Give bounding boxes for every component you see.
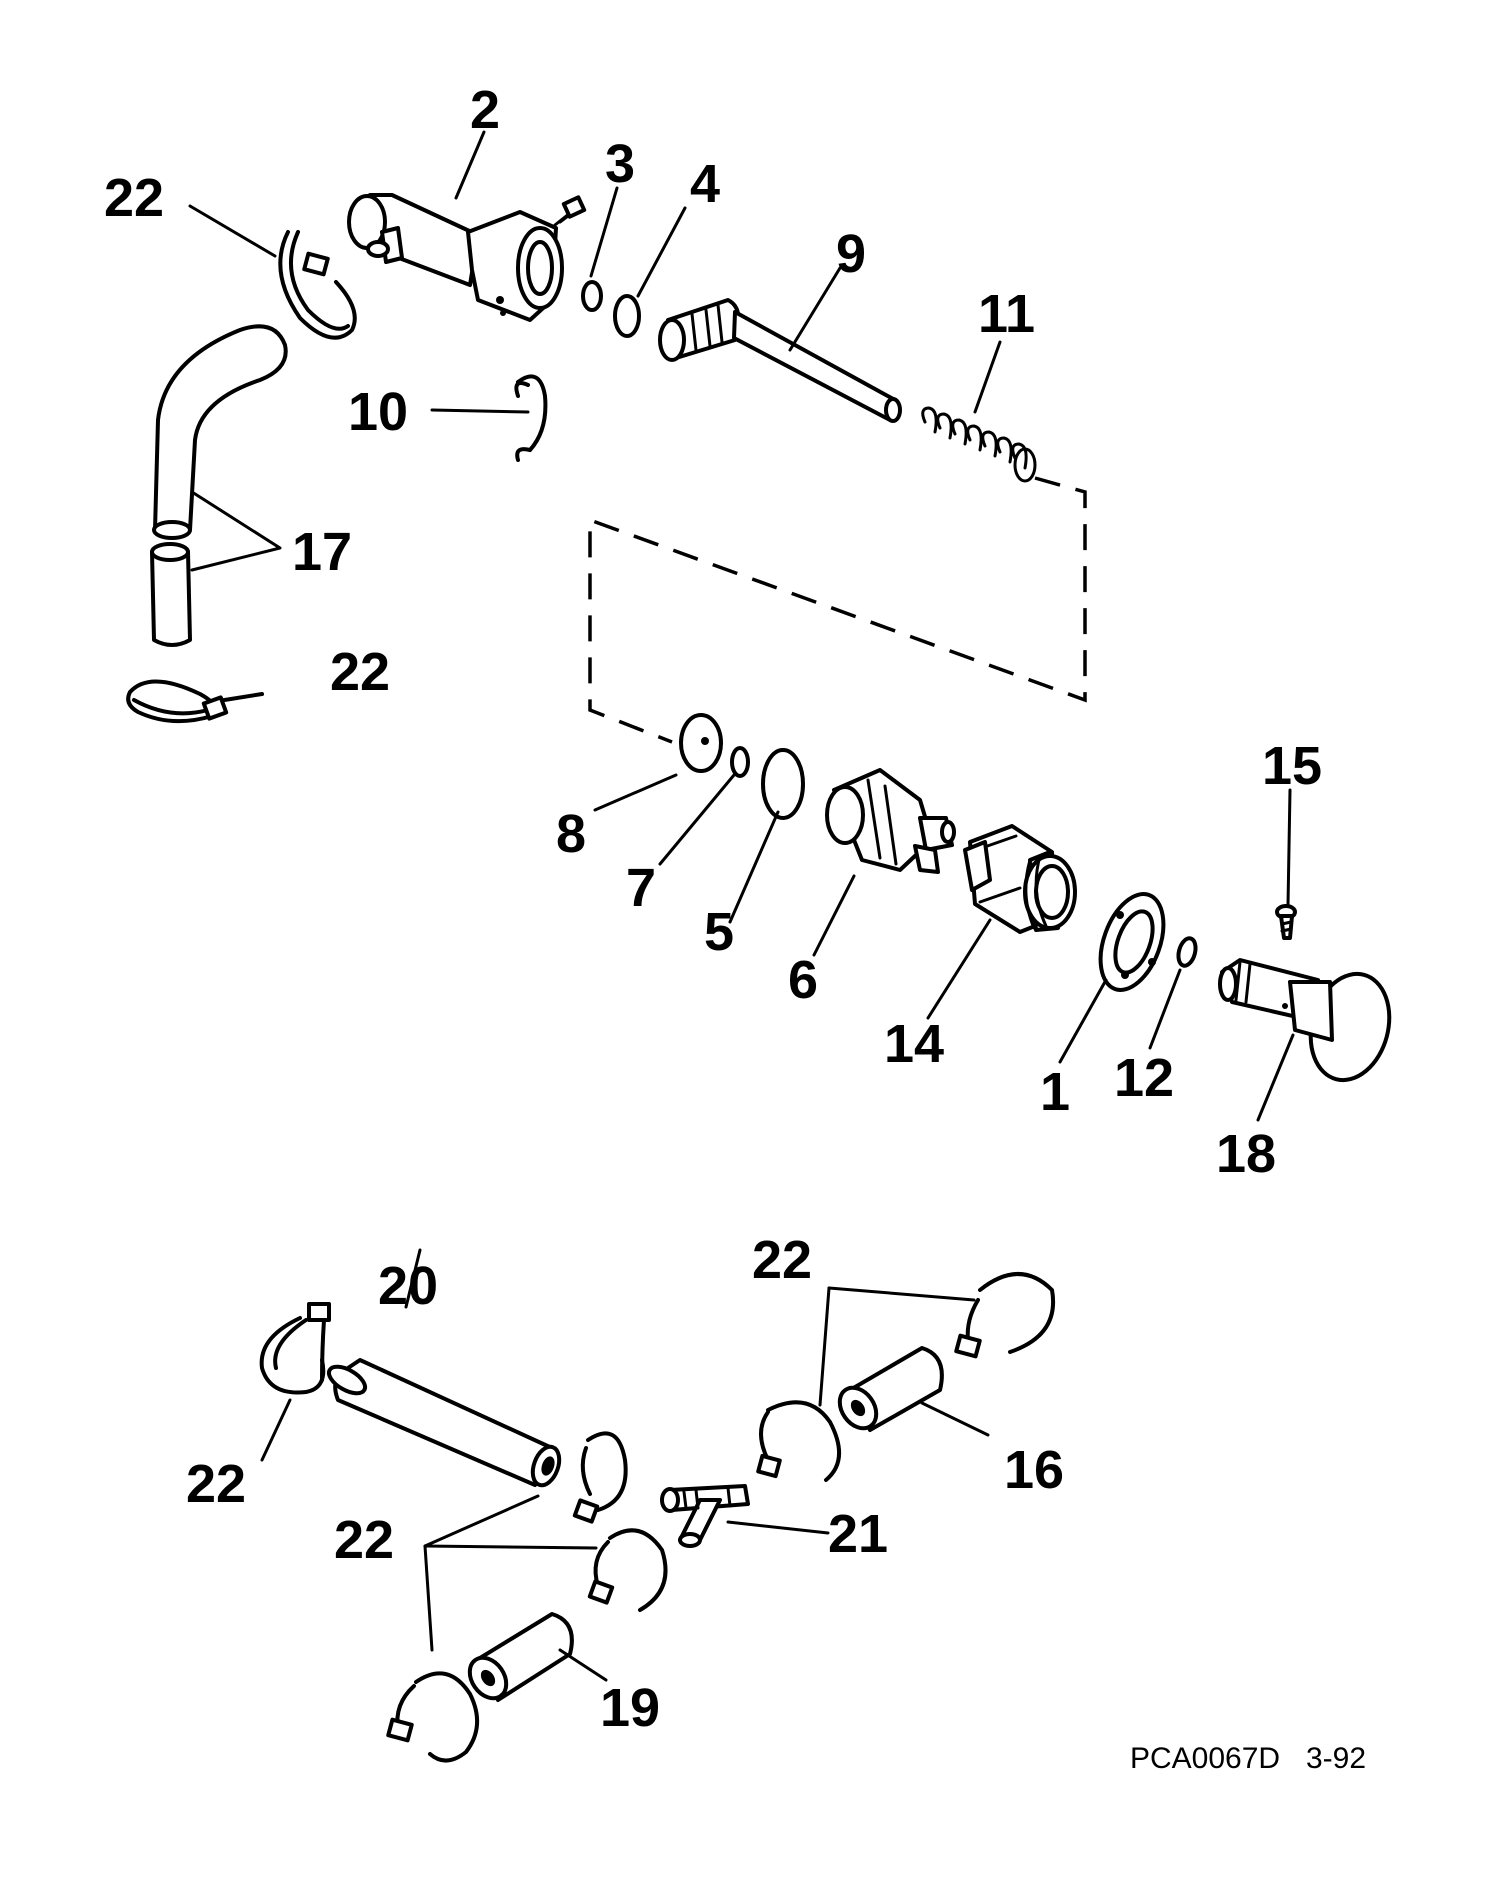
part-18-primer-knob (1218, 958, 1392, 1083)
part-15-screw (1275, 904, 1297, 940)
part-22-tie-strap-lower-left (259, 1302, 331, 1395)
callout-10: 10 (348, 382, 408, 442)
part-5-o-ring (761, 748, 805, 820)
drawing-code: PCA0067D (1130, 1742, 1280, 1775)
callout-15: 15 (1262, 736, 1322, 796)
part-12-o-ring (1176, 936, 1198, 968)
callout-22-lower-center: 22 (334, 1510, 394, 1570)
part-1-retainer-ring (1098, 892, 1166, 992)
callout-9: 9 (836, 224, 866, 284)
callout-22-lower-left: 22 (186, 1454, 246, 1514)
part-22-tie-strap-left (126, 679, 264, 724)
part-8-washer (679, 713, 723, 773)
callout-17: 17 (292, 522, 352, 582)
callout-6: 6 (788, 950, 818, 1010)
part-22-tie-strap-bottom (386, 1671, 480, 1763)
callout-22-upper-right: 22 (752, 1230, 812, 1290)
callout-3: 3 (605, 134, 635, 194)
part-10-clip (514, 374, 548, 462)
part-6-valve-body (825, 768, 956, 874)
callout-16: 16 (1004, 1440, 1064, 1500)
part-4-o-ring (613, 294, 641, 338)
callout-8: 8 (556, 804, 586, 864)
drawing-date: 3-92 (1306, 1742, 1366, 1775)
callout-22-left: 22 (330, 642, 390, 702)
part-20-hose (326, 1358, 562, 1488)
part-21-tee-fitting (660, 1484, 750, 1548)
part-19-short-hose (467, 1612, 574, 1702)
callout-5: 5 (704, 902, 734, 962)
callout-4: 4 (690, 154, 720, 214)
callout-22-upper: 22 (104, 168, 164, 228)
callout-7: 7 (626, 858, 656, 918)
part-7-small-o-ring (730, 746, 750, 778)
callout-20: 20 (378, 1256, 438, 1316)
part-22-tie-strap-right-center (756, 1400, 842, 1482)
part-22-tie-strap-mid (587, 1528, 668, 1612)
callout-12: 12 (1114, 1048, 1174, 1108)
part-14-fitting (963, 824, 1077, 934)
leader-lines (188, 130, 1295, 1682)
callout-1: 1 (1040, 1062, 1070, 1122)
part-11-spring (921, 406, 1037, 483)
part-22-tie-strap-upper-right (954, 1272, 1056, 1359)
part-17-hose (150, 324, 288, 647)
part-22-tie-strap-upper (278, 230, 357, 340)
callout-18: 18 (1216, 1124, 1276, 1184)
part-2-primer-body (347, 193, 587, 322)
part-9-plunger (658, 298, 902, 423)
callout-21: 21 (828, 1504, 888, 1564)
part-16-short-hose (837, 1346, 944, 1432)
callout-2: 2 (470, 80, 500, 140)
part-3-small-o-ring (581, 280, 603, 312)
phantom-dashed-line (588, 476, 1087, 744)
callout-11: 11 (978, 284, 1035, 344)
part-22-tie-strap-center (572, 1431, 628, 1524)
callout-19: 19 (600, 1678, 660, 1738)
callout-14: 14 (884, 1014, 944, 1074)
